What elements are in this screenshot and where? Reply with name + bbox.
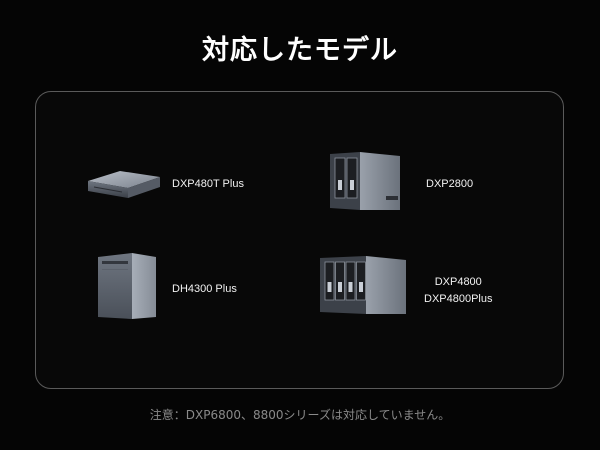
product-label-dxp2800: DXP2800 xyxy=(426,178,474,190)
product-label-dxp4800-line1: DXP4800 xyxy=(434,276,482,288)
product-label-dxp4800: DXP4800 DXP4800Plus xyxy=(424,274,493,308)
page-title: 対応したモデル xyxy=(202,35,398,66)
compatibility-note: 注意：DXP6800、8800シリーズは対応していません。 xyxy=(149,408,451,422)
nas-4-bay-cube-icon xyxy=(98,253,156,319)
mini-nas-icon xyxy=(88,171,160,198)
product-label-dxp480t-plus: DXP480T Plus xyxy=(172,178,244,190)
nas-2-bay-icon xyxy=(330,152,400,210)
product-label-dxp4800-line2: DXP4800Plus xyxy=(424,293,493,305)
nas-4-bay-icon xyxy=(320,256,406,314)
product-label-dh4300-plus: DH4300 Plus xyxy=(172,283,237,295)
models-panel xyxy=(35,91,564,389)
